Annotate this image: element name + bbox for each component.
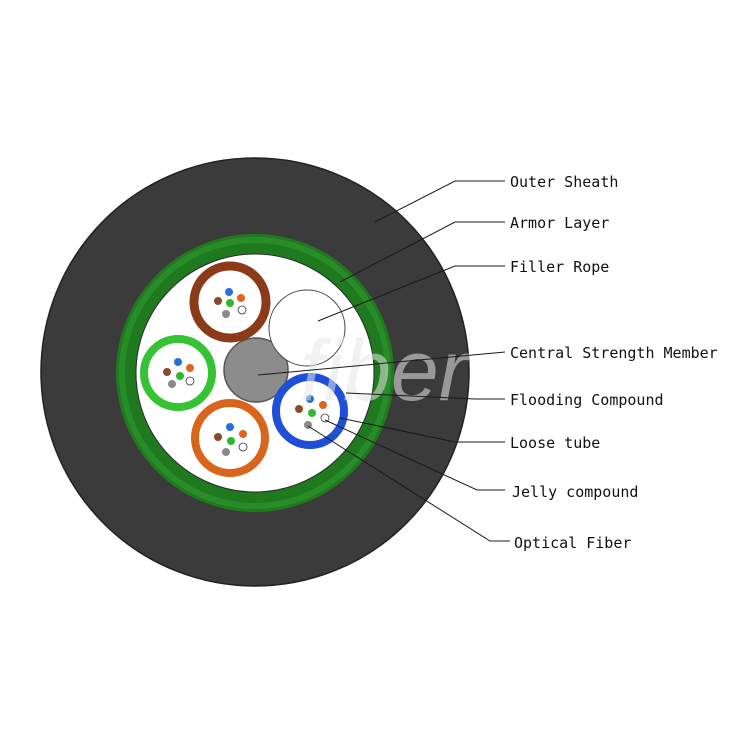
leader-jelly-compound bbox=[324, 419, 505, 491]
central-strength-member-shape bbox=[223, 337, 289, 403]
leader-central-strength-member bbox=[257, 351, 506, 376]
loose-tube-blue bbox=[272, 373, 348, 449]
leader-armor-layer bbox=[339, 221, 505, 283]
label-armor-layer: Armor Layer bbox=[510, 214, 609, 232]
leader-lines bbox=[257, 180, 510, 542]
loose-tube-green bbox=[140, 335, 216, 411]
loose-tube-brown bbox=[189, 261, 271, 343]
label-jelly-compound: Jelly compound bbox=[512, 483, 638, 501]
label-flooding-compound: Flooding Compound bbox=[510, 391, 664, 409]
filler-rope-shape bbox=[268, 289, 346, 367]
label-outer-sheath: Outer Sheath bbox=[510, 173, 618, 191]
leader-flooding-compound bbox=[345, 392, 505, 400]
label-filler-rope: Filler Rope bbox=[510, 258, 609, 276]
label-loose-tube: Loose tube bbox=[510, 434, 600, 452]
watermark-logo: fiber bbox=[300, 323, 471, 419]
label-central-strength-member: Central Strength Member bbox=[510, 344, 718, 362]
leader-filler-rope bbox=[317, 265, 505, 322]
leader-loose-tube bbox=[339, 417, 505, 443]
leader-outer-sheath bbox=[374, 180, 505, 223]
leader-optical-fiber bbox=[307, 425, 510, 542]
loose-tube-orange bbox=[191, 399, 269, 477]
label-optical-fiber: Optical Fiber bbox=[514, 534, 631, 552]
armor-layer-highlight bbox=[119, 237, 391, 509]
